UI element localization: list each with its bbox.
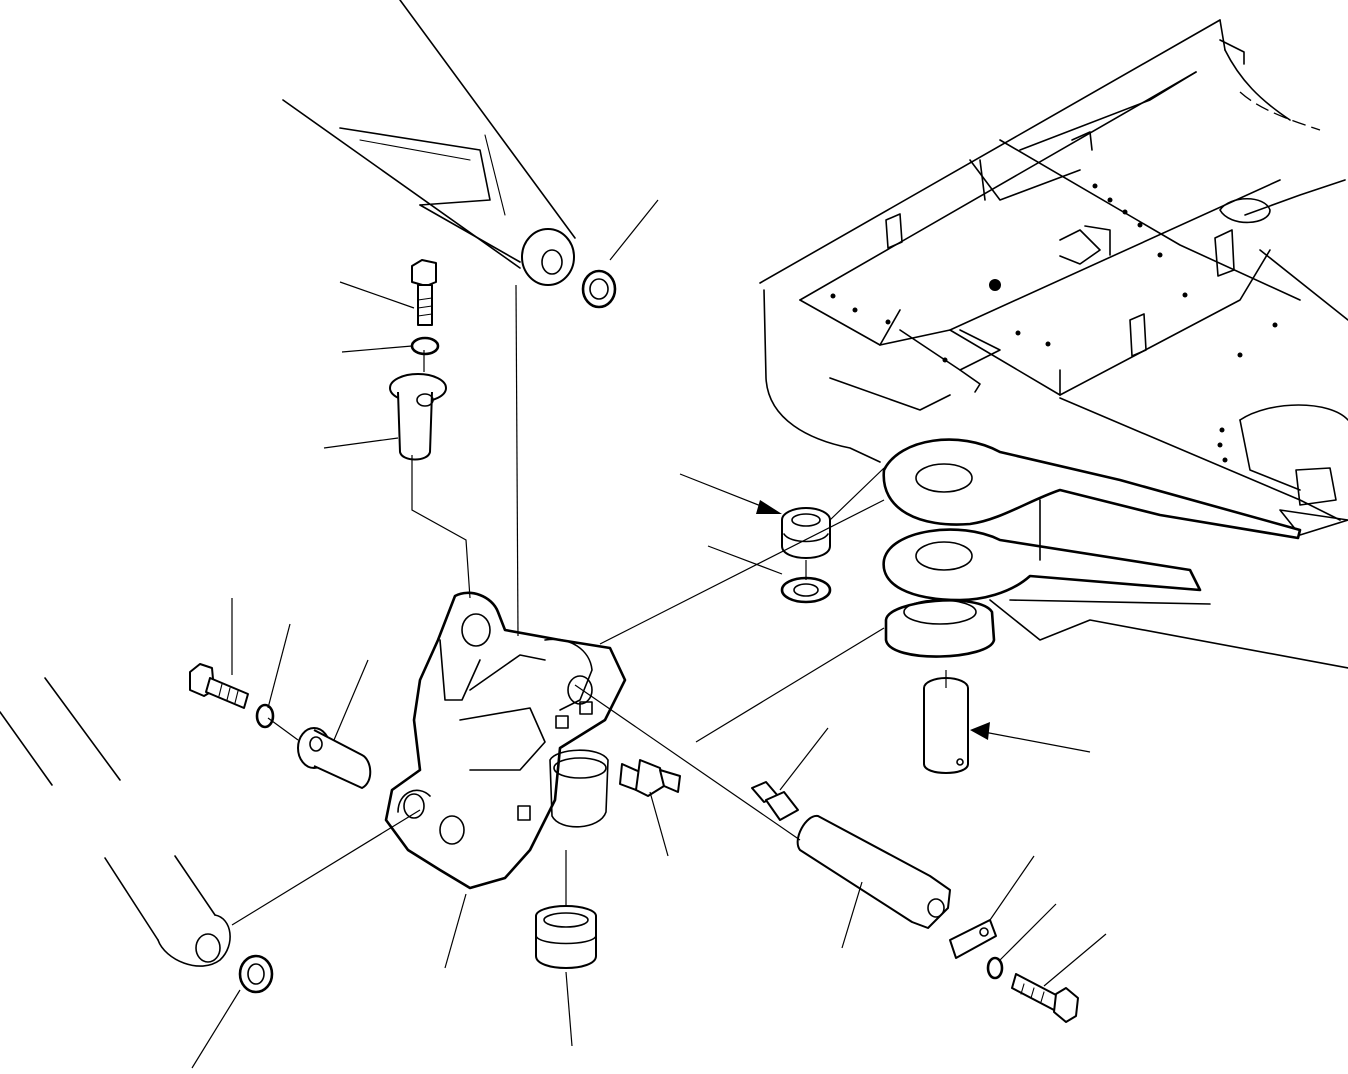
boom-arm	[282, 0, 576, 286]
long-pivot-pin	[796, 814, 951, 929]
grease-nipple	[751, 781, 799, 821]
frame-bolt-holes	[830, 183, 1278, 463]
cylinder-rod-end	[0, 677, 231, 967]
bushing	[535, 905, 597, 969]
machine-frame	[759, 19, 1348, 536]
hex-bolt-left	[189, 663, 249, 709]
callout-leader-lines	[191, 199, 1107, 1069]
grease-fitting-elbow	[619, 759, 681, 797]
lock-washer-upper	[410, 336, 440, 356]
boom-shim-washer	[581, 269, 617, 309]
assembly-center-lines	[231, 284, 947, 926]
cylinder-shim-washer	[238, 954, 274, 994]
lock-washer-left	[255, 703, 275, 729]
swing-bracket	[384, 591, 627, 890]
hex-bolt-upper	[411, 259, 437, 326]
lock-washer-right	[986, 956, 1004, 980]
hex-bolt-right	[1011, 973, 1079, 1023]
frame-swing-mount	[882, 438, 1348, 669]
thrust-washer	[780, 576, 832, 604]
flanged-pin-upper	[389, 373, 447, 461]
thrust-bushing	[781, 507, 831, 559]
flanged-pin-left	[297, 727, 372, 789]
lock-plate	[949, 919, 997, 959]
king-pin	[923, 677, 969, 774]
pointer-arrows	[679, 473, 1091, 753]
